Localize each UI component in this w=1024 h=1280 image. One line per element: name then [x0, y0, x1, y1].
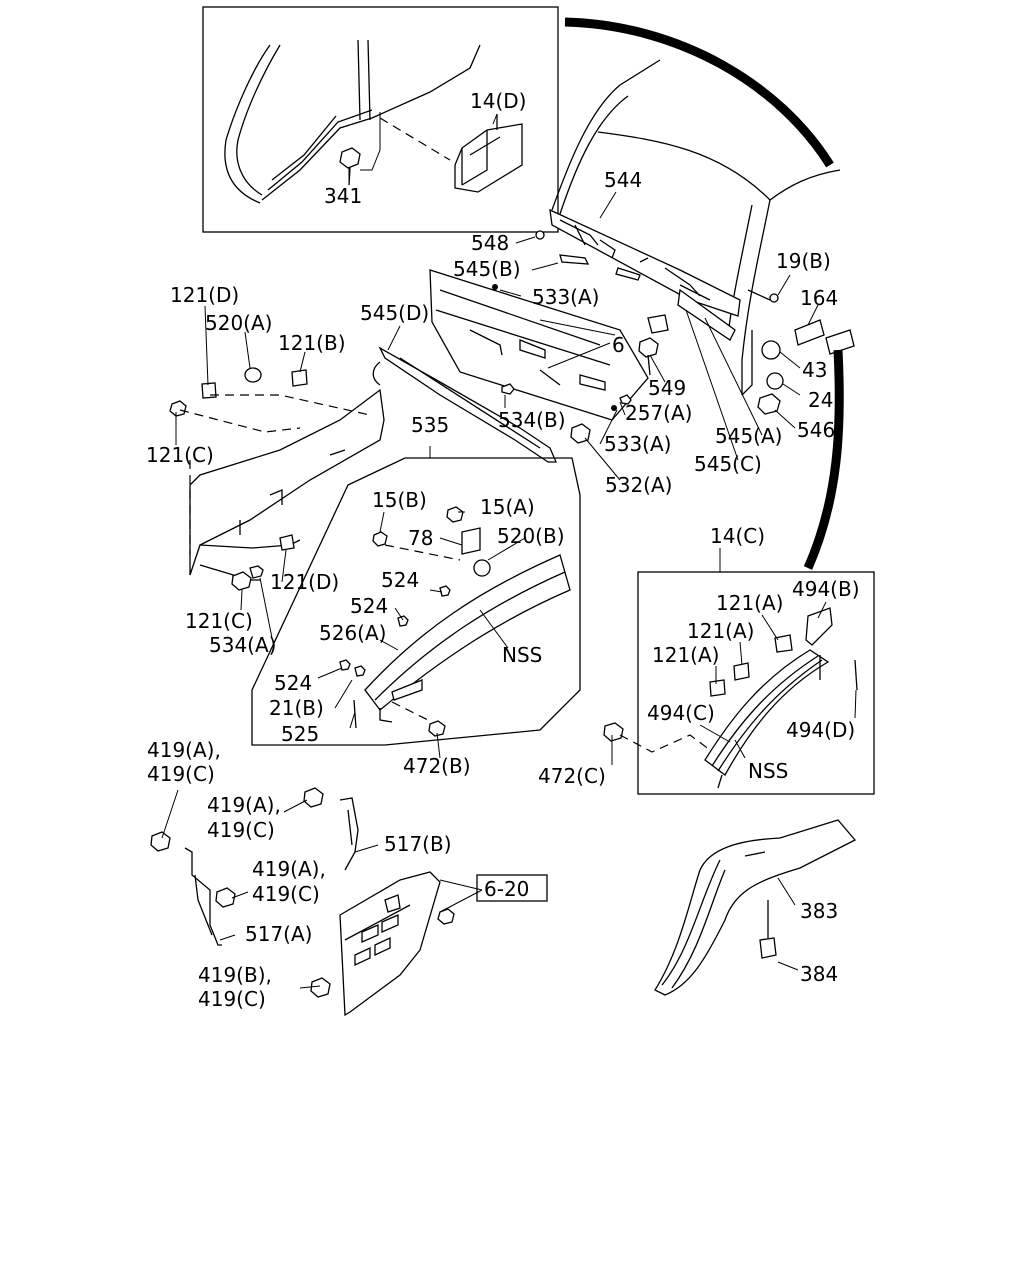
callout-533a-bot: 533(A)	[604, 432, 671, 456]
callout-517a: 517(A)	[245, 922, 312, 946]
callout-534b: 534(B)	[498, 408, 566, 432]
callout-15b: 15(B)	[372, 488, 427, 512]
callout-164: 164	[800, 286, 838, 310]
callout-525: 525	[281, 722, 319, 746]
callout-14d: 14(D)	[470, 89, 526, 113]
callout-526a: 526(A)	[319, 621, 386, 645]
moulding-545d	[378, 346, 557, 463]
callout-532a: 532(A)	[605, 473, 672, 497]
callout-472b: 472(B)	[403, 754, 471, 778]
callout-419ac-2b: 419(C)	[207, 818, 275, 842]
callout-419bc-a: 419(B),	[198, 963, 272, 987]
callout-549: 549	[648, 376, 686, 400]
callout-384: 384	[800, 962, 838, 986]
callout-121d-bot: 121(D)	[270, 570, 339, 594]
ref-box-6-20	[476, 874, 548, 902]
callout-121d-top: 121(D)	[170, 283, 239, 307]
callout-121a-1: 121(A)	[716, 591, 783, 615]
callout-nss-right: NSS	[748, 759, 788, 783]
cab-outline	[551, 59, 841, 396]
callout-545b: 545(B)	[453, 257, 521, 281]
callout-78: 78	[408, 526, 433, 550]
inset-box-14c	[603, 571, 875, 795]
callout-533a-top: 533(A)	[532, 285, 599, 309]
callout-14c: 14(C)	[710, 524, 765, 548]
callout-494c: 494(C)	[647, 701, 715, 725]
callout-nss-mid: NSS	[502, 643, 542, 667]
callout-6: 6	[612, 333, 625, 357]
left-panel	[169, 361, 385, 591]
leader-lines	[161, 113, 857, 989]
callout-341: 341	[324, 184, 362, 208]
garnish-544	[535, 208, 741, 317]
callout-524-1: 524	[381, 568, 419, 592]
callout-257a: 257(A)	[625, 401, 692, 425]
callout-545d: 545(D)	[360, 301, 429, 325]
callout-419ac-2a: 419(A),	[207, 793, 281, 817]
callout-121a-3: 121(A)	[652, 643, 719, 667]
callout-545a: 545(A)	[715, 424, 782, 448]
step-assembly	[150, 787, 455, 1017]
reference-arc-top	[564, 17, 834, 168]
callout-419ac-1b: 419(C)	[147, 762, 215, 786]
callout-520b: 520(B)	[497, 524, 565, 548]
callout-121c-bot: 121(C)	[185, 609, 253, 633]
callout-419bc-b: 419(C)	[198, 987, 266, 1011]
callout-544: 544	[604, 168, 642, 192]
reference-arc-right	[803, 349, 844, 570]
callout-520a: 520(A)	[205, 311, 272, 335]
callout-494b: 494(B)	[792, 577, 860, 601]
callout-15a: 15(A)	[480, 495, 535, 519]
callout-121a-2: 121(A)	[687, 619, 754, 643]
callout-534a: 534(A)	[209, 633, 276, 657]
callout-43: 43	[802, 358, 827, 382]
callout-6-20: 6-20	[484, 877, 529, 901]
callout-419ac-3b: 419(C)	[252, 882, 320, 906]
callout-545c: 545(C)	[694, 452, 762, 476]
mudguard-383	[654, 819, 857, 996]
callout-labels: 14(D) 341 544 548 545(B) 19(B) 164 121(D…	[146, 89, 860, 1011]
right-cab-parts	[619, 288, 855, 415]
callout-19b: 19(B)	[776, 249, 831, 273]
callout-524-3: 524	[274, 671, 312, 695]
callout-546: 546	[797, 418, 835, 442]
callout-419ac-3a: 419(A),	[252, 857, 326, 881]
callout-24: 24	[808, 388, 833, 412]
callout-548: 548	[471, 231, 509, 255]
callout-535: 535	[411, 413, 449, 437]
callout-494d: 494(D)	[786, 718, 855, 742]
callout-524-2: 524	[350, 594, 388, 618]
callout-383: 383	[800, 899, 838, 923]
inset-box-14d	[202, 6, 559, 233]
callout-472c: 472(C)	[538, 764, 606, 788]
inset-box-535	[251, 457, 581, 746]
callout-121c-top: 121(C)	[146, 443, 214, 467]
callout-21b: 21(B)	[269, 696, 324, 720]
callout-419ac-1a: 419(A),	[147, 738, 221, 762]
callout-517b: 517(B)	[384, 832, 452, 856]
callout-121b: 121(B)	[278, 331, 346, 355]
